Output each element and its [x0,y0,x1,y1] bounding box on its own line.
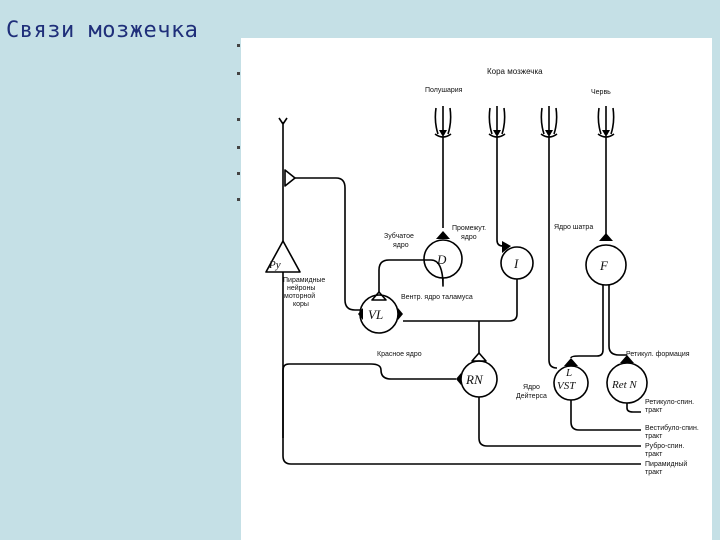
node-red-nucleus-label: RN [465,372,484,387]
purkinje-cell-2 [488,106,506,138]
node-deiters-label-1: L [565,367,572,379]
label-interpositus-2: ядро [461,234,477,241]
diagram-panel: Кора мозжечка Полушария Червь D Зубчатое… [241,38,712,540]
node-pyramidal-label: Py [268,259,281,271]
pyramidal-tract-line [282,272,641,465]
edge-mark [237,198,240,201]
label-deiters: Ядро [523,384,540,391]
label-pyramidal: Пирамидные [283,277,325,284]
purkinje-cell-1 [434,106,452,138]
node-vl-label: VL [368,307,383,322]
interpositus-to-vl [403,279,518,322]
edge-mark [237,44,240,47]
label-reticular: Ретикул. формация [626,351,690,358]
label-vermis: Червь [591,89,611,96]
label-interpositus: Промежут. [452,225,486,232]
synapse-dentate [436,231,450,239]
label-cortex: Кора мозжечка [487,67,543,76]
synapse-vl-top [371,291,387,301]
synapse-on-pyramidal [284,169,296,187]
label-tract-vestibulospinal-2: тракт [645,433,663,440]
edge-mark [237,146,240,149]
edge-mark [237,172,240,175]
fastigial-to-deiters [570,285,604,359]
synapse-interpositus [502,241,511,253]
vestibulospinal-line [570,400,641,431]
label-red-nucleus: Красное ядро [377,351,422,358]
synapse-vl-right [398,308,403,320]
label-tract-vestibulospinal: Вестибуло-спин. [645,424,699,432]
axon-to-deiters [548,137,558,369]
label-fastigial: Ядро шатра [554,224,593,231]
edge-mark [237,118,240,121]
label-tract-pyramidal-2: тракт [645,469,663,476]
label-tract-reticulospinal: Ретикуло-спин. [645,399,694,406]
label-pyramidal-4: коры [293,301,309,308]
fastigial-to-reticular [608,285,627,356]
edge-mark [237,72,240,75]
cerebellum-connections-diagram: Кора мозжечка Полушария Червь D Зубчатое… [265,67,699,476]
node-interpositus-label: I [513,256,519,271]
label-tract-rubrospinal-2: тракт [645,451,663,458]
synapse-deiters [564,358,578,366]
dentate-to-vl [378,259,444,292]
synapse-reticular [620,355,634,363]
vl-to-cortex [295,177,363,311]
label-vl: Вентр. ядро таламуса [401,294,473,301]
node-deiters-label-2: VST [557,380,576,392]
synapse-fastigial [599,233,613,241]
label-deiters-2: Дейтерса [516,392,547,400]
purkinje-cell-4 [597,106,615,138]
pyramidal-apical-dendrite [278,117,288,241]
axon-to-interpositus [496,137,504,247]
purkinje-cell-3 [540,106,558,138]
reticulospinal-line [626,403,641,413]
node-fastigial [585,244,627,286]
synapse-rn-top [471,352,487,362]
label-tract-reticulospinal-2: тракт [645,407,663,414]
node-dentate-label: D [436,252,447,267]
synapse-rn-left [456,373,461,385]
synapse-vl-left [358,308,363,320]
label-tract-pyramidal: Пирамидный [645,460,687,468]
label-pyramidal-3: моторной [284,292,315,300]
rubrospinal-line [478,397,641,447]
cortex-to-rn [282,363,456,438]
node-fastigial-label: F [599,258,609,273]
label-tract-rubrospinal: Рубро-спин. [645,442,684,450]
slide-title: Связи мозжечка [6,18,199,43]
label-dentate: Зубчатое [384,232,414,240]
label-hemispheres: Полушария [425,87,463,94]
label-dentate-2: ядро [393,242,409,249]
node-reticular-label: Ret N [611,379,637,391]
label-pyramidal-2: нейроны [287,284,315,292]
